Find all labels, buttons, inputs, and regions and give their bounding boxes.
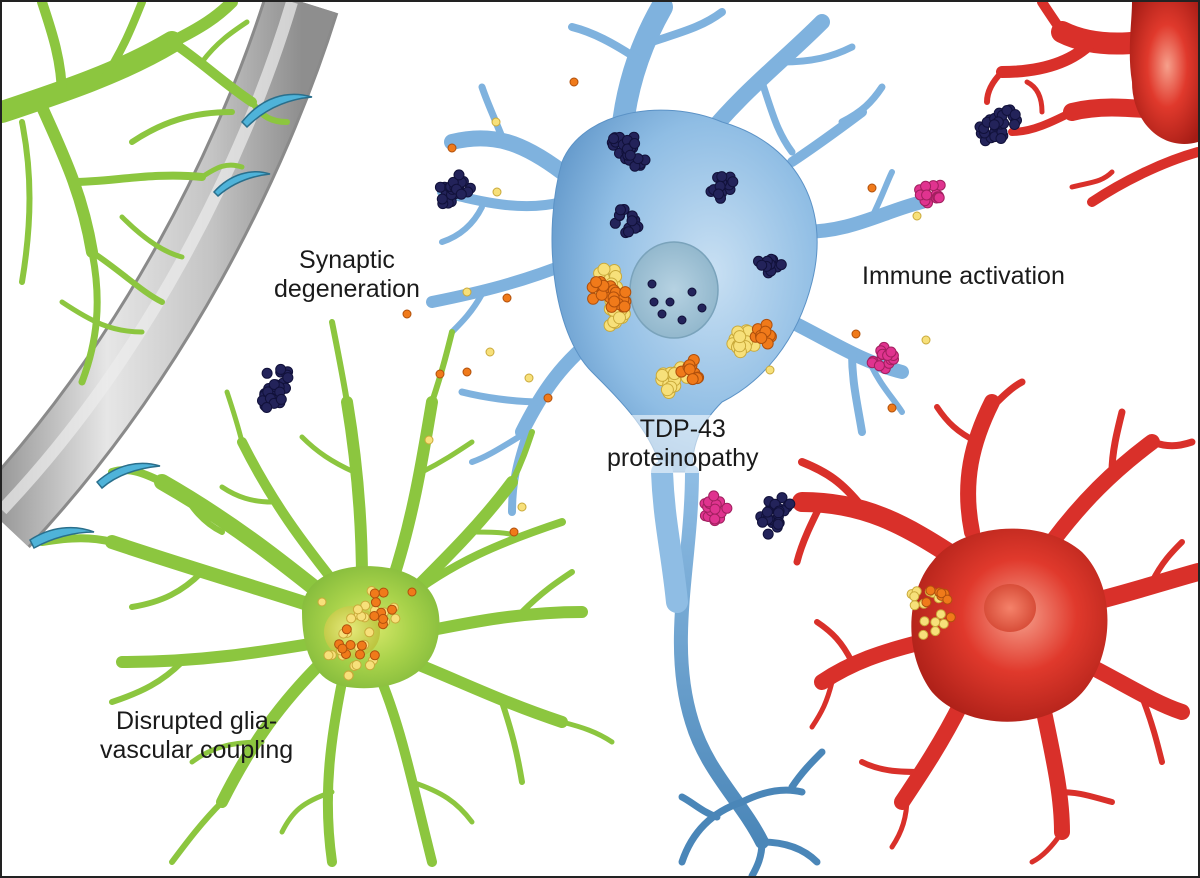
microglia-top-right-body <box>1129 2 1198 144</box>
endfeet-top <box>212 93 313 198</box>
label-tdp43-line-1: TDP-43 <box>607 415 759 444</box>
astrocyte-top-left <box>2 2 290 386</box>
label-synaptic-line-2: degeneration <box>274 275 420 303</box>
label-tdp43-line-2: proteinopathy <box>607 444 759 473</box>
protein-aggregates <box>257 77 1022 681</box>
endfeet-bottom <box>29 462 161 550</box>
label-glia-line-2: vascular coupling <box>100 736 294 764</box>
label-immune-line: Immune activation <box>862 262 1065 290</box>
microglia-bottom-right <box>792 378 1198 865</box>
label-glia-line-1: Disrupted glia- <box>115 707 278 735</box>
label-synaptic-line-1: Synaptic <box>299 246 395 274</box>
label-synaptic-degeneration: Synaptic degeneration <box>274 246 420 304</box>
label-tdp43-proteinopathy: TDP-43 proteinopathy <box>607 415 759 473</box>
neuron <box>426 2 929 876</box>
blood-vessel <box>2 2 339 548</box>
label-glia-vascular-coupling: Disrupted glia- vascular coupling <box>100 707 293 765</box>
label-immune-activation: Immune activation <box>862 262 1065 291</box>
